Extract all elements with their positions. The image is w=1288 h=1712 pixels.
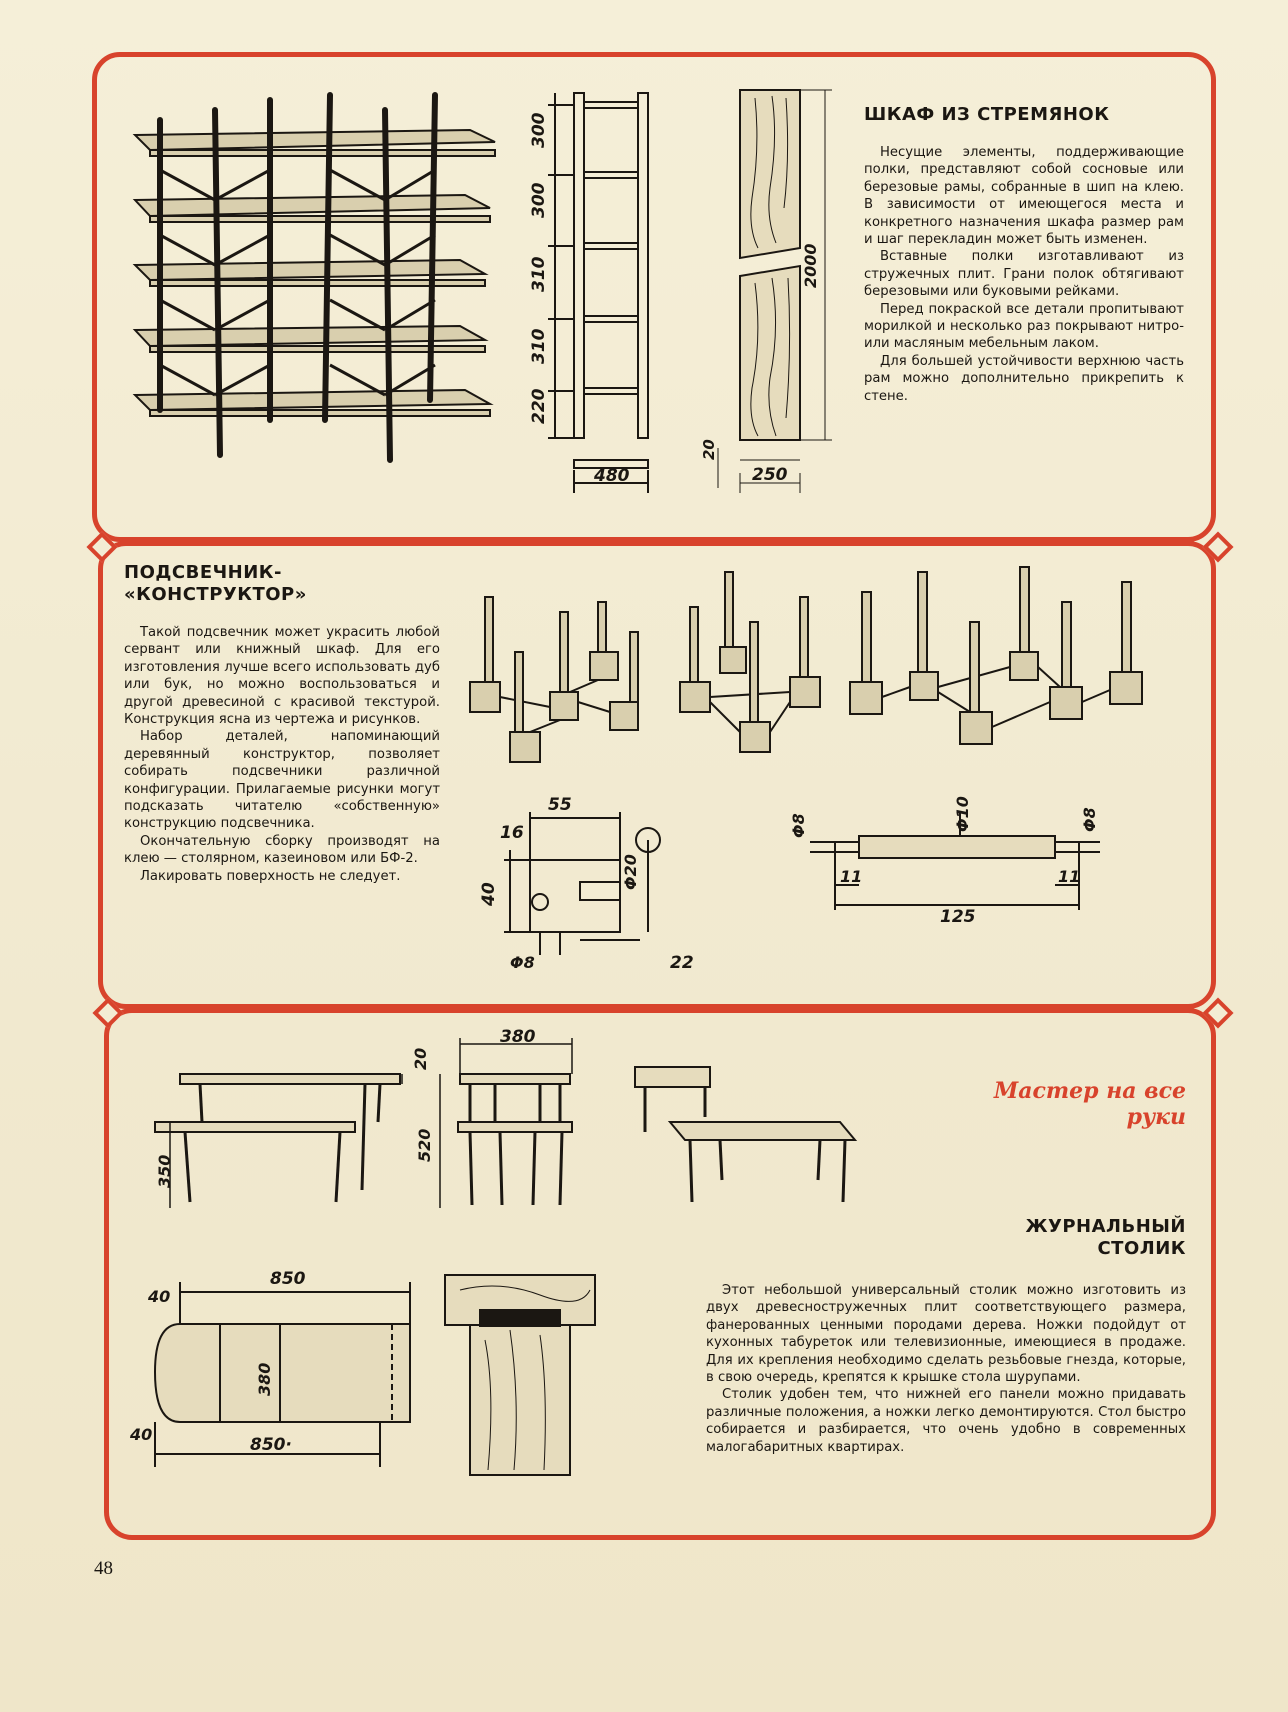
candle-article-text: Такой подсвечник может украсить любой се… [124, 624, 440, 885]
rubric-title: Мастер на все руки [993, 1078, 1186, 1130]
dim-phi10: Φ10 [953, 796, 972, 832]
paragraph: Столик удобен тем, что нижней его панели… [706, 1387, 1186, 1455]
section-title-shelf: ШКАФ ИЗ СТРЕМЯНОК [864, 104, 1110, 125]
paragraph: Несущие элементы, поддерживающие полки, … [864, 145, 1184, 248]
dim-22: 22 [670, 953, 694, 973]
section-frame-candle [98, 541, 1216, 1009]
dim-20-table: 20 [411, 1048, 430, 1070]
paragraph: Этот небольшой универсальный столик можн… [706, 1283, 1186, 1386]
candle-rod-drawing: Φ8 Φ10 Φ8 11 11 125 [789, 796, 1100, 927]
dim-11-right: 11 [1058, 867, 1080, 886]
dim-11-left: 11 [840, 867, 862, 886]
dim-phi8-right: Φ8 [1080, 807, 1099, 832]
shelf-perspective-drawing [132, 92, 496, 463]
paragraph: Вставные полки изготавливают из стружечн… [864, 249, 1184, 300]
dim-520: 520 [415, 1129, 434, 1162]
dim-850-bottom: 850· [250, 1435, 292, 1455]
paragraph: Такой подсвечник может украсить любой се… [124, 625, 440, 728]
dim-850-top: 850 [270, 1269, 306, 1289]
dim-300-a: 300 [529, 112, 549, 148]
title-line: СТОЛИК [1097, 1238, 1186, 1259]
dim-125: 125 [940, 907, 976, 927]
table-article-text: Этот небольшой универсальный столик можн… [706, 1282, 1186, 1456]
dim-40: 40 [479, 882, 499, 907]
table-elevation-drawing: 350 20 520 380 [154, 1027, 573, 1208]
table-top-plan-drawing: 850 40 380 40 850· [129, 1269, 411, 1467]
page-number: 48 [94, 1558, 113, 1579]
title-line: ЖУРНАЛЬНЫЙ [1025, 1216, 1186, 1237]
table-leg-joint-drawing [444, 1274, 596, 1476]
section-frame-shelf [92, 52, 1216, 542]
dim-40-bottom: 40 [129, 1425, 152, 1444]
section-frame-table [104, 1008, 1216, 1540]
paragraph: Лакировать поверхность не следует. [140, 868, 401, 884]
paragraph: Набор деталей, напоминающий деревянный к… [124, 729, 440, 832]
dim-480: 480 [593, 466, 630, 486]
paragraph: Для большей устойчивости верхнюю часть р… [864, 353, 1184, 404]
section-title-candle: ПОДСВЕЧНИК- «КОНСТРУКТОР» [124, 562, 307, 606]
dim-310-b: 310 [529, 328, 549, 364]
dim-16: 16 [500, 823, 524, 843]
title-line: «КОНСТРУКТОР» [124, 584, 307, 605]
dim-380-top: 380 [500, 1027, 536, 1047]
dim-phi8-left: Φ8 [789, 813, 808, 838]
dim-phi8-block: Φ8 [510, 953, 535, 972]
dim-350: 350 [155, 1155, 174, 1188]
dim-310-a: 310 [529, 256, 549, 292]
dim-250: 250 [752, 465, 788, 485]
dim-55: 55 [548, 795, 572, 815]
candle-block-drawing: 55 16 40 Φ20 Φ8 22 [479, 795, 694, 973]
dim-phi20: Φ20 [621, 854, 640, 890]
dim-300-b: 300 [529, 182, 549, 218]
paragraph: Перед покраской все детали пропитывают м… [864, 301, 1184, 352]
title-line: ПОДСВЕЧНИК- [124, 562, 282, 583]
candle-holder-illustrations [469, 566, 1143, 763]
shelf-board-drawing: 2000 20 250 [700, 89, 832, 493]
table-perspective-drawing [634, 1066, 858, 1203]
shelf-article-text: Несущие элементы, поддерживающие полки, … [864, 144, 1184, 405]
dim-20: 20 [700, 439, 718, 460]
dim-2000: 2000 [801, 243, 820, 288]
dim-220: 220 [529, 388, 549, 424]
dim-380-plan: 380 [255, 1363, 274, 1396]
ladder-frame-drawing: 300 300 310 310 220 480 [529, 92, 649, 493]
dim-40-top: 40 [147, 1287, 170, 1306]
section-title-table: ЖУРНАЛЬНЫЙ СТОЛИК [1000, 1216, 1186, 1260]
paragraph: Окончательную сборку производят на клею … [124, 833, 440, 867]
